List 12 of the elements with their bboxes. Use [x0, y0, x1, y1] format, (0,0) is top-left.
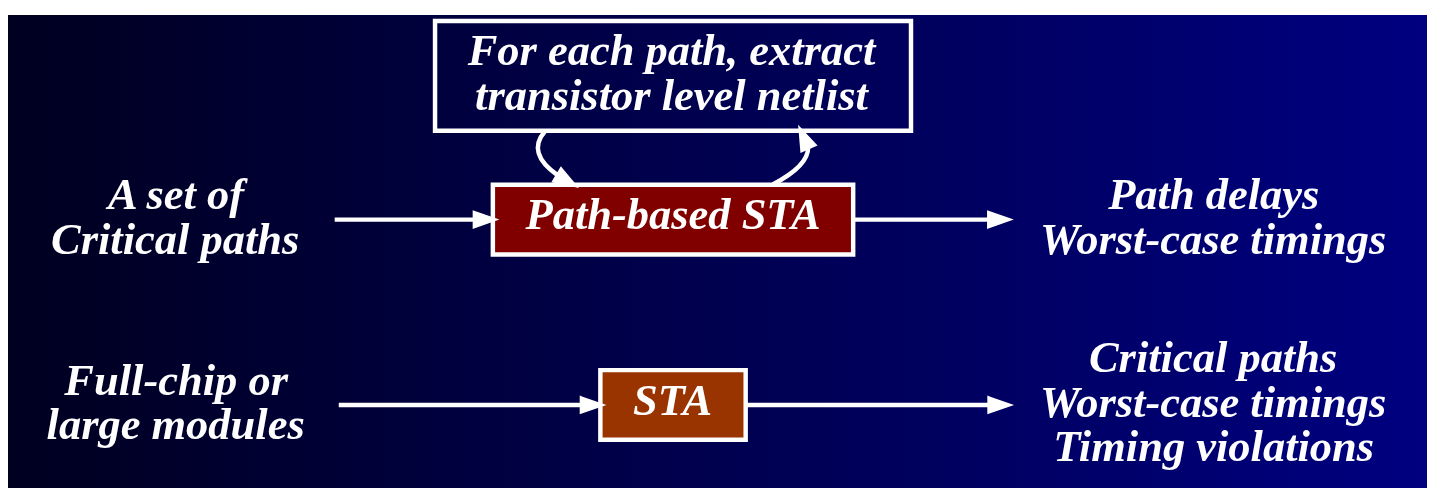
node-box: STA: [598, 367, 748, 442]
node-text: Path delays Worst-case timings: [1040, 168, 1387, 264]
arrow: [334, 209, 500, 229]
node-box: For each path, extract transistor level netlist: [432, 18, 914, 133]
node-text: Critical paths Worst-case timings Timing violations: [1040, 331, 1387, 471]
node-text: Full-chip or large modules: [46, 354, 305, 449]
arrow: [771, 124, 818, 186]
arrow: [338, 395, 607, 414]
arrow: [745, 395, 1015, 414]
arrow: [853, 209, 1014, 229]
node-text: A set of Critical paths: [51, 168, 300, 264]
node-box: Path-based STA: [490, 182, 856, 257]
